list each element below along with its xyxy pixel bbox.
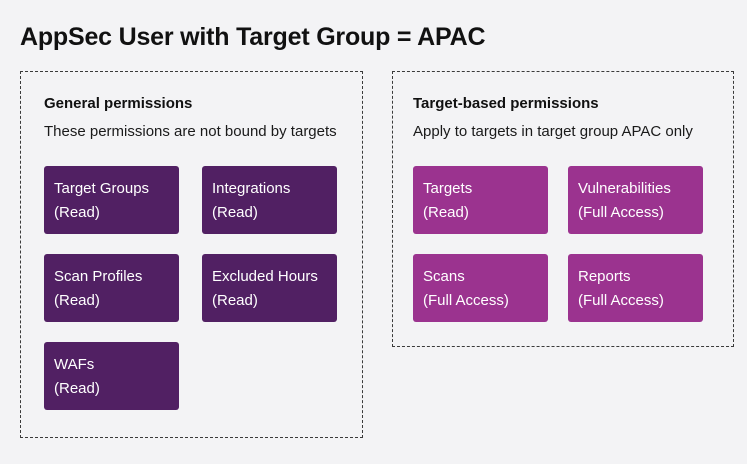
target-based-permissions-panel: Target-based permissions Apply to target… [392,71,734,347]
general-permissions-heading: General permissions [44,95,193,112]
permission-box-excluded-hours: Excluded Hours (Read) [202,254,337,322]
permission-box-integrations: Integrations (Read) [202,166,337,234]
permission-box-targets: Targets (Read) [413,166,548,234]
permission-name: Scans [423,268,465,285]
permission-name: Vulnerabilities [578,180,671,197]
permission-box-scans: Scans (Full Access) [413,254,548,322]
permission-name: Targets [423,180,473,197]
permission-box-reports: Reports (Full Access) [568,254,703,322]
permission-access: (Read) [54,292,100,309]
diagram-title: AppSec User with Target Group = APAC [20,23,486,51]
permission-box-wafs: WAFs (Read) [44,342,179,410]
permission-box-target-groups: Target Groups (Read) [44,166,179,234]
general-permissions-subtitle: These permissions are not bound by targe… [44,123,337,140]
permission-box-scan-profiles: Scan Profiles (Read) [44,254,179,322]
permission-access: (Read) [212,292,258,309]
target-permissions-heading: Target-based permissions [413,95,599,112]
permission-name: WAFs [54,356,95,373]
permission-access: (Read) [423,204,469,221]
general-permissions-panel: General permissions These permissions ar… [20,71,363,438]
permission-access: (Full Access) [423,292,509,309]
permission-access: (Read) [54,380,100,397]
permission-access: (Full Access) [578,292,664,309]
permission-name: Scan Profiles [54,268,143,285]
permission-name: Target Groups [54,180,150,197]
permission-box-vulnerabilities: Vulnerabilities (Full Access) [568,166,703,234]
target-permissions-subtitle: Apply to targets in target group APAC on… [413,123,693,140]
permission-access: (Read) [54,204,100,221]
permission-access: (Read) [212,204,258,221]
permission-access: (Full Access) [578,204,664,221]
permission-name: Reports [578,268,631,285]
permission-name: Excluded Hours [212,268,318,285]
permission-name: Integrations [212,180,291,197]
